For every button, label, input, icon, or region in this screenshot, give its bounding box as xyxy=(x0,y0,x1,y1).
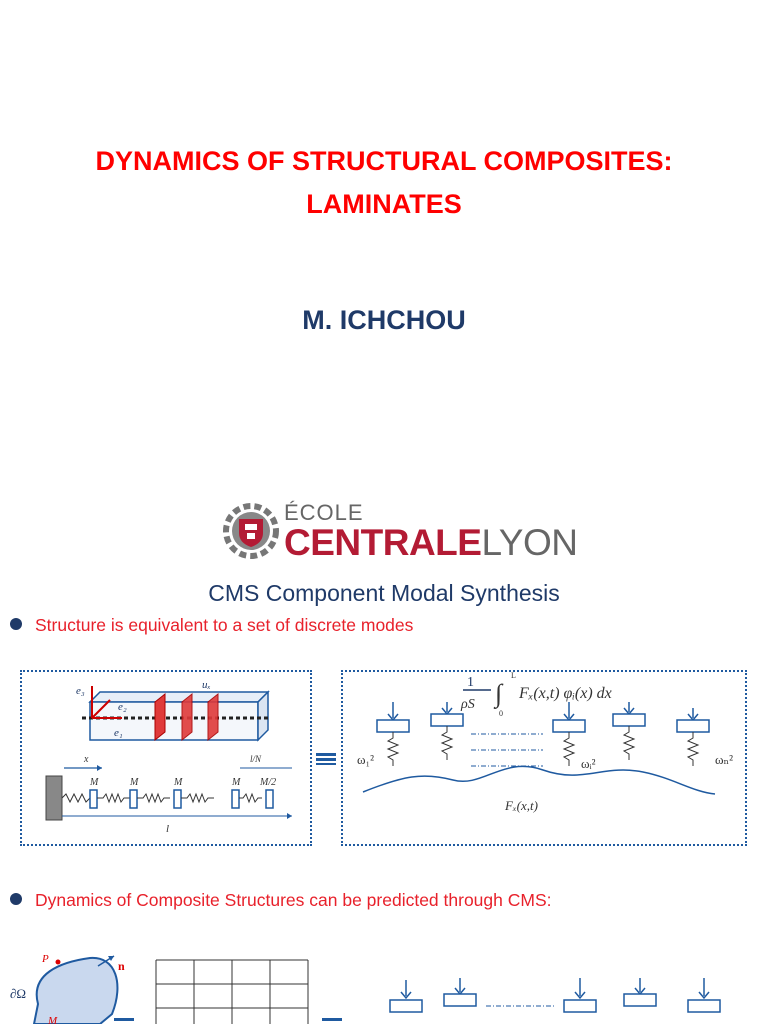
bullet-item: Structure is equivalent to a set of disc… xyxy=(10,615,413,636)
svg-text:0: 0 xyxy=(499,709,503,718)
svg-text:n: n xyxy=(118,959,125,973)
svg-text:Fₓ(x,t): Fₓ(x,t) xyxy=(504,798,538,813)
svg-text:x: x xyxy=(83,754,89,765)
logo-lyon-text: LYON xyxy=(481,522,578,563)
bullet-dot-icon xyxy=(10,618,22,631)
slide-title: CMS Component Modal Synthesis xyxy=(208,580,560,606)
beam-spring-mass-diagram: e₃ e₂ e₁ uₓ M M M M M/2 x l/N l xyxy=(45,679,292,835)
equals-sign-icon xyxy=(316,753,336,765)
title-line-2: LAMINATES xyxy=(306,189,462,219)
svg-text:M: M xyxy=(47,1015,58,1024)
author-name: M. ICHCHOU xyxy=(302,305,466,335)
beam-model-figure: e₃ e₂ e₁ uₓ M M M M M/2 x l/N l xyxy=(20,670,312,846)
logo-ecole-text: ÉCOLE xyxy=(284,500,364,525)
logo-centrale-text: CENTRALE xyxy=(284,522,482,563)
svg-text:ω₁²: ω₁² xyxy=(357,752,374,767)
svg-text:M: M xyxy=(89,777,99,788)
svg-text:e₃: e₃ xyxy=(76,685,85,697)
svg-text:M: M xyxy=(129,777,139,788)
svg-text:l/N: l/N xyxy=(250,754,262,764)
svg-text:L: L xyxy=(511,672,516,680)
document-title: DYNAMICS OF STRUCTURAL COMPOSITES: LAMIN… xyxy=(0,140,768,226)
svg-text:M/2: M/2 xyxy=(259,777,276,788)
svg-text:e₁: e₁ xyxy=(114,727,123,739)
logo-name: CENTRALELYON xyxy=(284,522,578,564)
svg-text:M: M xyxy=(231,777,241,788)
svg-text:ωₙ²: ωₙ² xyxy=(715,752,733,767)
bullet-text: Dynamics of Composite Structures can be … xyxy=(35,890,552,910)
bullet-dot-icon xyxy=(10,893,22,906)
svg-text:P: P xyxy=(41,953,49,965)
modal-oscillators-figure: 1 ρS ∫ Fₓ(x,t) φᵢ(x) dx L 0 xyxy=(341,670,747,846)
modal-oscillators-diagram: 1 ρS ∫ Fₓ(x,t) φᵢ(x) dx L 0 xyxy=(357,671,733,813)
svg-text:ρS: ρS xyxy=(460,697,475,712)
svg-text:l: l xyxy=(166,823,169,835)
svg-text:e₂: e₂ xyxy=(118,701,127,713)
gear-crest-icon xyxy=(223,503,279,559)
composite-structure-figure: P n ∂Ω M xyxy=(10,953,721,1024)
bullet-item: Dynamics of Composite Structures can be … xyxy=(10,890,551,911)
svg-text:uₓ: uₓ xyxy=(202,679,211,691)
svg-text:∫: ∫ xyxy=(493,679,504,709)
bullet-text: Structure is equivalent to a set of disc… xyxy=(35,615,414,635)
svg-text:Fₓ(x,t) φᵢ(x) dx: Fₓ(x,t) φᵢ(x) dx xyxy=(518,685,612,702)
title-line-1: DYNAMICS OF STRUCTURAL COMPOSITES: xyxy=(95,146,673,176)
ecole-centrale-lyon-logo: ÉCOLE CENTRALELYON xyxy=(222,498,578,568)
svg-text:ωᵢ²: ωᵢ² xyxy=(581,756,596,771)
svg-text:M: M xyxy=(173,777,183,788)
svg-text:∂Ω: ∂Ω xyxy=(10,986,26,1001)
svg-text:1: 1 xyxy=(467,675,474,690)
